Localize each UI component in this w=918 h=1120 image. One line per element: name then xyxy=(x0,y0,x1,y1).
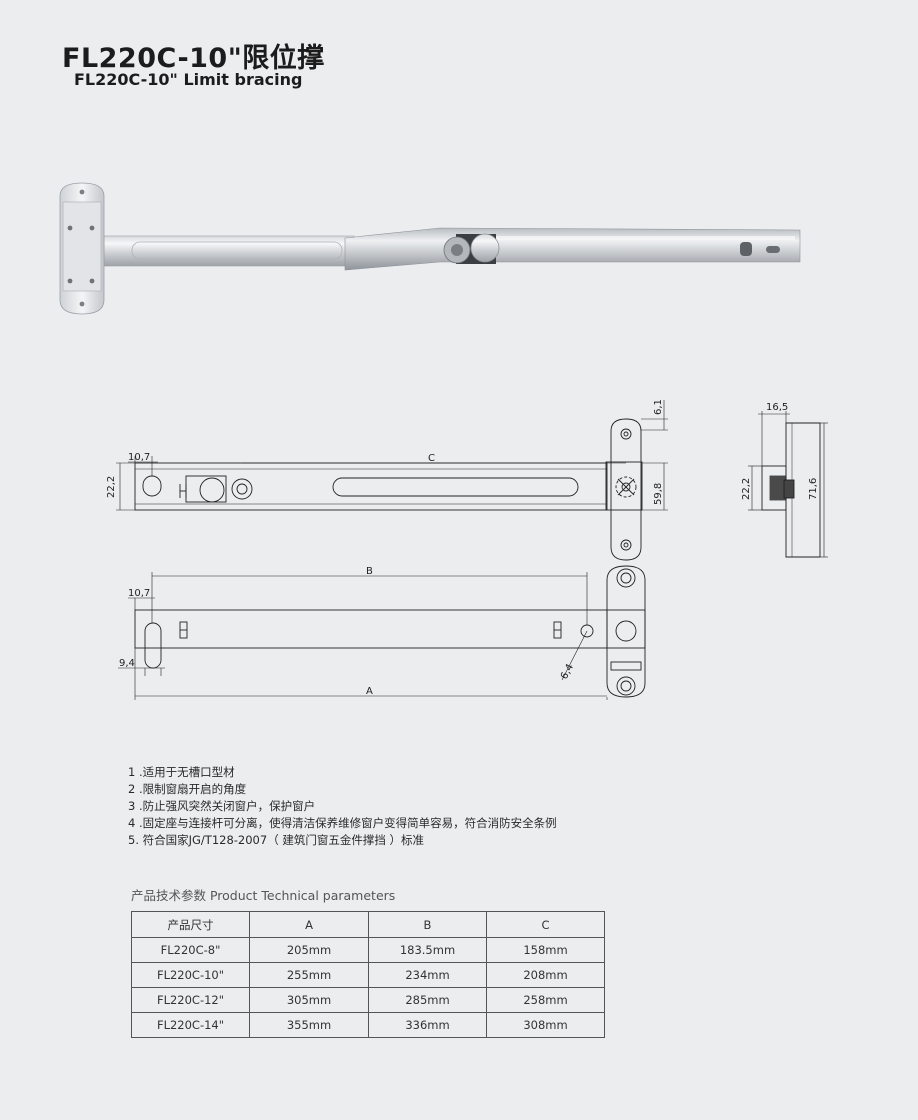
table-header-cell: 产品尺寸 xyxy=(131,911,250,938)
params-heading: 产品技术参数 Product Technical parameters xyxy=(131,888,396,903)
table-cell: 234mm xyxy=(368,962,487,988)
table-cell: 355mm xyxy=(249,1012,369,1038)
table-header-row: 产品尺寸 A B C xyxy=(131,911,605,938)
dim-10-7-top: 10,7 xyxy=(128,452,150,463)
feature-item: 3 .防止强风突然关闭窗户，保护窗户 xyxy=(128,799,316,813)
table-header-cell: C xyxy=(486,911,605,938)
table-cell: FL220C-14" xyxy=(131,1012,250,1038)
feature-item: 1 .适用于无槽口型材 xyxy=(128,765,235,779)
table-cell: 336mm xyxy=(368,1012,487,1038)
table-cell: FL220C-8" xyxy=(131,937,250,963)
table-cell: 183.5mm xyxy=(368,937,487,963)
table-cell: 285mm xyxy=(368,987,487,1013)
table-header-cell: B xyxy=(368,911,487,938)
title-en: FL220C-10" Limit bracing xyxy=(74,70,303,89)
table-row: FL220C-14" 355mm 336mm 308mm xyxy=(131,1012,605,1038)
feature-list: 1 .适用于无槽口型材 2 .限制窗扇开启的角度 3 .防止强风突然关闭窗户，保… xyxy=(128,764,557,849)
dim-a: A xyxy=(366,686,373,697)
table-cell: 158mm xyxy=(486,937,605,963)
table-header-cell: A xyxy=(249,911,369,938)
table-cell: 308mm xyxy=(486,1012,605,1038)
table-cell: FL220C-10" xyxy=(131,962,250,988)
table-cell: FL220C-12" xyxy=(131,987,250,1013)
dim-22-2-left: 22,2 xyxy=(106,476,117,498)
dim-10-7-bottom: 10,7 xyxy=(128,588,150,599)
dim-b: B xyxy=(366,566,373,577)
table-row: FL220C-12" 305mm 285mm 258mm xyxy=(131,987,605,1013)
feature-item: 2 .限制窗扇开启的角度 xyxy=(128,782,247,796)
dim-9-4: 9,4 xyxy=(119,658,135,669)
dim-c: C xyxy=(428,453,435,464)
product-photo xyxy=(59,182,801,315)
dim-6-4: 6,4 xyxy=(559,662,576,681)
table-cell: 255mm xyxy=(249,962,369,988)
table-cell: 305mm xyxy=(249,987,369,1013)
dim-59-8: 59,8 xyxy=(653,483,664,505)
table-cell: 258mm xyxy=(486,987,605,1013)
feature-item: 5. 符合国家JG/T128-2007（ 建筑门窗五金件撑挡 ）标准 xyxy=(128,833,425,847)
table-cell: 208mm xyxy=(486,962,605,988)
title-cn: FL220C-10"限位撑 xyxy=(62,43,325,74)
feature-item: 4 .固定座与连接杆可分离，使得清洁保养维修窗户变得简单容易，符合消防安全条例 xyxy=(128,816,557,830)
dim-71-6: 71,6 xyxy=(808,478,819,500)
table-row: FL220C-8" 205mm 183.5mm 158mm xyxy=(131,937,605,963)
side-view-drawing xyxy=(748,411,828,558)
dim-22-2-side: 22,2 xyxy=(741,478,752,500)
bottom-view-drawing xyxy=(118,565,646,700)
top-view-drawing xyxy=(116,400,668,561)
dim-6-1: 6,1 xyxy=(653,399,664,415)
dim-16-5: 16,5 xyxy=(766,402,788,413)
table-cell: 205mm xyxy=(249,937,369,963)
params-table: 产品尺寸 A B C FL220C-8" 205mm 183.5mm 158mm… xyxy=(131,911,605,1038)
table-row: FL220C-10" 255mm 234mm 208mm xyxy=(131,962,605,988)
